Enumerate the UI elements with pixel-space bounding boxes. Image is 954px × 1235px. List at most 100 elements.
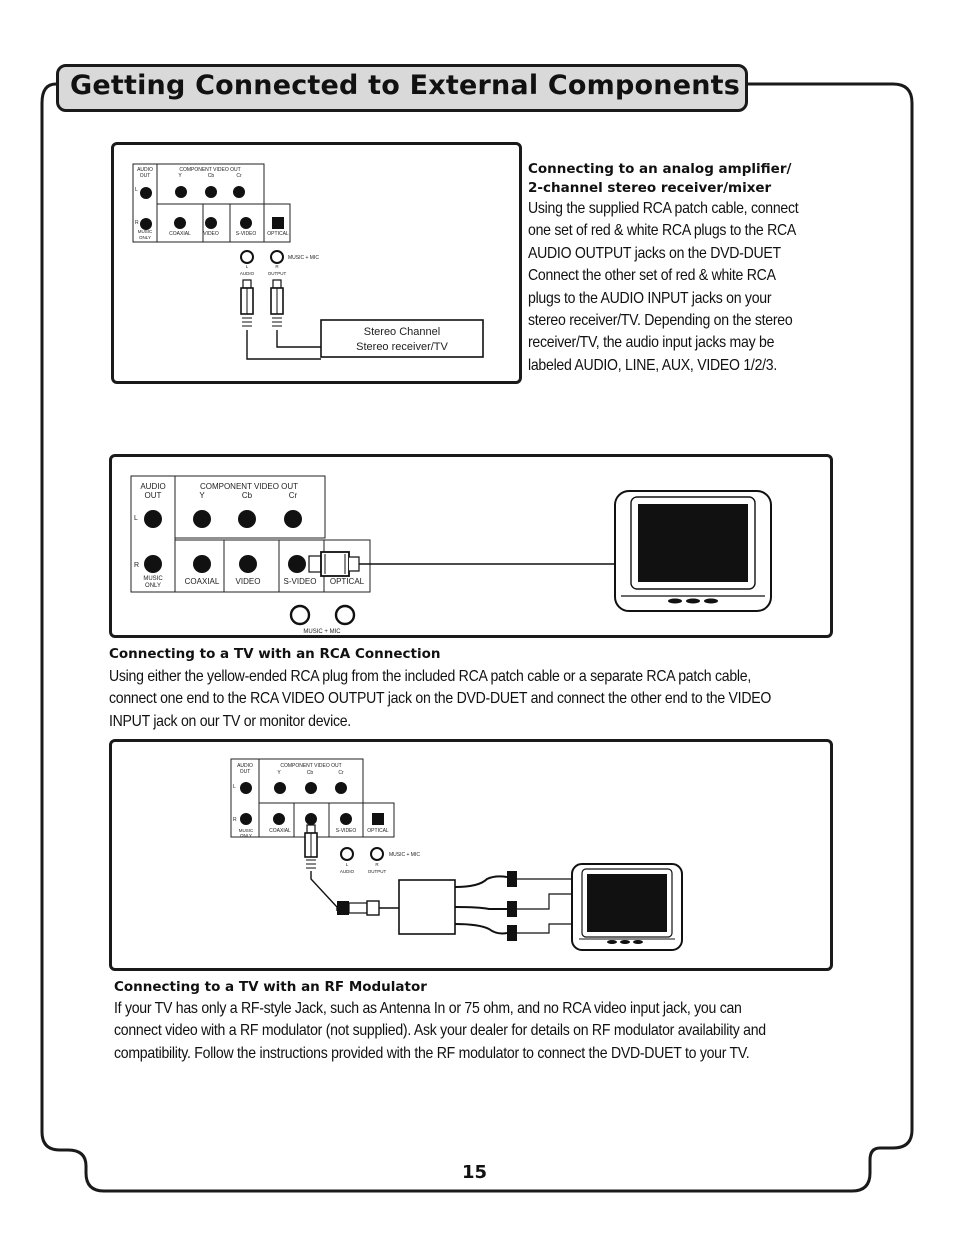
title-banner bbox=[56, 64, 748, 112]
label-music: MUSIC bbox=[239, 828, 254, 833]
section2-heading: Connecting to a TV with an RCA Connectio… bbox=[109, 646, 441, 662]
jack-s-video bbox=[288, 555, 306, 573]
body-line: connect video with a RF modulator (not s… bbox=[114, 1022, 766, 1040]
section3-body: If your TV has only a RF-style Jack, suc… bbox=[114, 998, 766, 1065]
label-cr: Cr bbox=[289, 491, 298, 500]
section1-body: Using the supplied RCA patch cable, conn… bbox=[528, 198, 799, 377]
label-music: MUSIC bbox=[138, 229, 153, 234]
body-line: stereo receiver/TV. Depending on the ste… bbox=[528, 312, 793, 330]
label-out: OUT bbox=[240, 769, 251, 775]
jack-cb bbox=[238, 510, 256, 528]
label-y: Y bbox=[277, 770, 281, 776]
label-s-video: S-VIDEO bbox=[284, 577, 317, 586]
body-line: Connect the other set of red & white RCA bbox=[528, 267, 776, 285]
jack-cr bbox=[233, 186, 245, 198]
label-out: OUT bbox=[145, 491, 162, 500]
body-line: plugs to the AUDIO INPUT jacks on your bbox=[528, 289, 772, 307]
label-out: OUT bbox=[140, 173, 151, 179]
label-r: R bbox=[233, 817, 237, 823]
rca-plug-right-icon bbox=[270, 279, 284, 327]
label-cr: Cr bbox=[338, 770, 344, 776]
body-line: Using either the yellow-ended RCA plug f… bbox=[109, 668, 751, 685]
label-l: L bbox=[135, 187, 138, 193]
label-l: L bbox=[134, 515, 138, 522]
jack-coaxial bbox=[193, 555, 211, 573]
jack-y bbox=[274, 782, 286, 794]
label-s-video: S-VIDEO bbox=[236, 231, 257, 237]
rf-modulator-connection-diagram: AUDIO OUT COMPONENT VIDEO OUT Y Cb Cr L … bbox=[230, 758, 683, 951]
label-audio-2: AUDIO bbox=[340, 869, 355, 874]
jack-audio-l bbox=[144, 510, 162, 528]
section3-heading: Connecting to a TV with an RF Modulator bbox=[114, 979, 427, 995]
page-number: 15 bbox=[462, 1162, 488, 1183]
label-coaxial: COAXIAL bbox=[269, 828, 291, 834]
rca-plug-icon bbox=[304, 824, 318, 869]
jack-video bbox=[239, 555, 257, 573]
jack-output-r bbox=[370, 847, 384, 861]
label-cb: Cb bbox=[307, 770, 314, 776]
body-line: compatibility. Follow the instructions p… bbox=[114, 1044, 750, 1062]
label-component-video-out: COMPONENT VIDEO OUT bbox=[200, 482, 298, 491]
label-audio: AUDIO bbox=[237, 763, 253, 769]
label-r-2: R bbox=[275, 264, 279, 269]
stereo-connection-diagram: AUDIO OUT COMPONENT VIDEO OUT Y Cb Cr L … bbox=[132, 163, 484, 360]
stereo-box-line1: Stereo Channel bbox=[364, 326, 440, 338]
label-optical: OPTICAL bbox=[367, 828, 389, 834]
jack-music-mic-2 bbox=[334, 604, 356, 626]
rca-plug-left-icon bbox=[240, 279, 254, 327]
jack-coaxial bbox=[273, 813, 285, 825]
jack-cr bbox=[335, 782, 347, 794]
body-line: one set of red & white RCA plugs to the … bbox=[528, 222, 797, 240]
jack-cr bbox=[284, 510, 302, 528]
label-coaxial: COAXIAL bbox=[185, 577, 220, 586]
rca-cable-ends-icon bbox=[507, 871, 517, 941]
label-only: ONLY bbox=[139, 235, 151, 240]
rf-modulator-box bbox=[398, 879, 456, 935]
label-music-mic: MUSIC + MIC bbox=[389, 852, 420, 858]
label-output: OUTPUT bbox=[368, 869, 387, 874]
jack-y bbox=[175, 186, 187, 198]
label-video: VIDEO bbox=[203, 231, 219, 237]
jack-music-mic-1 bbox=[289, 604, 311, 626]
rca-tv-connection-diagram: AUDIO OUT COMPONENT VIDEO OUT Y Cb Cr L … bbox=[130, 475, 772, 635]
jack-audio-r bbox=[144, 555, 162, 573]
label-r-2: R bbox=[375, 862, 379, 867]
jack-video bbox=[205, 217, 217, 229]
body-line: Using the supplied RCA patch cable, conn… bbox=[528, 200, 799, 217]
body-line: connect one end to the RCA VIDEO OUTPUT … bbox=[109, 690, 772, 708]
jack-audio-l bbox=[240, 782, 252, 794]
label-optical: OPTICAL bbox=[267, 231, 289, 237]
rf-modulator-diagram bbox=[109, 739, 833, 971]
label-coaxial: COAXIAL bbox=[169, 231, 191, 237]
rf-modulator-plug-icon bbox=[337, 900, 399, 916]
label-r: R bbox=[134, 562, 139, 569]
page-title: Getting Connected to External Components bbox=[70, 70, 741, 101]
rca-plug-icon bbox=[308, 551, 360, 577]
section1-heading: Connecting to an analog amplifier/ 2-cha… bbox=[528, 160, 791, 198]
jack-coaxial bbox=[174, 217, 186, 229]
section2-body: Using either the yellow-ended RCA plug f… bbox=[109, 666, 771, 733]
label-cb: Cb bbox=[208, 173, 215, 179]
label-y: Y bbox=[199, 491, 205, 500]
jack-output-l bbox=[240, 250, 254, 264]
jack-audio-r bbox=[240, 813, 252, 825]
label-audio: AUDIO bbox=[137, 167, 153, 173]
body-line: If your TV has only a RF-style Jack, suc… bbox=[114, 1000, 742, 1017]
body-line: AUDIO OUTPUT jacks on the DVD-DUET bbox=[528, 244, 781, 262]
label-cr: Cr bbox=[236, 173, 242, 179]
jack-optical bbox=[372, 813, 384, 825]
label-y: Y bbox=[178, 173, 182, 179]
label-music-mic: MUSIC + MIC bbox=[303, 629, 341, 635]
jack-output-l bbox=[340, 847, 354, 861]
label-audio-2: AUDIO bbox=[240, 271, 255, 276]
jack-video bbox=[305, 813, 317, 825]
television-icon bbox=[614, 490, 772, 612]
label-audio: AUDIO bbox=[140, 482, 165, 491]
label-cb: Cb bbox=[242, 491, 253, 500]
label-video: VIDEO bbox=[236, 577, 261, 586]
label-only: ONLY bbox=[240, 833, 252, 838]
jack-output-r bbox=[270, 250, 284, 264]
label-component-video-out: COMPONENT VIDEO OUT bbox=[179, 167, 240, 173]
label-l: L bbox=[233, 784, 236, 790]
